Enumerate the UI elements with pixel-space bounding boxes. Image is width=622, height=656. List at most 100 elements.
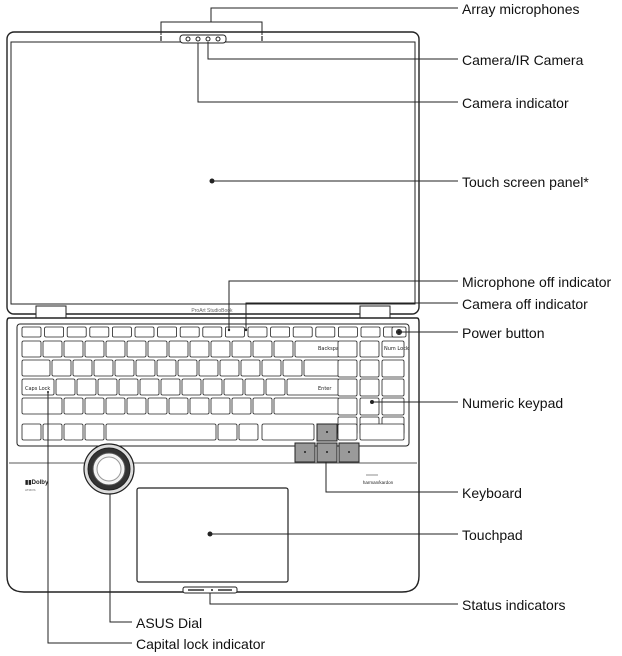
- letter-key[interactable]: [105, 397, 126, 415]
- numpad-key[interactable]: [381, 397, 405, 416]
- function-key[interactable]: [224, 326, 245, 338]
- letter-key[interactable]: [55, 378, 76, 396]
- asus-dial[interactable]: [83, 443, 135, 495]
- letter-key[interactable]: [76, 378, 97, 396]
- ir-camera-icon: [195, 36, 201, 42]
- letter-key[interactable]: [114, 359, 135, 377]
- function-key[interactable]: [360, 326, 381, 338]
- number-key[interactable]: [210, 340, 231, 358]
- label-camera-off-indicator: Camera off indicator: [462, 296, 588, 312]
- function-key[interactable]: [337, 326, 358, 338]
- ir-emitter-icon: [215, 36, 221, 42]
- function-key[interactable]: [157, 326, 178, 338]
- letter-key[interactable]: [231, 397, 252, 415]
- numpad-key[interactable]: [337, 378, 358, 397]
- number-key[interactable]: [147, 340, 168, 358]
- backslash-key[interactable]: [303, 359, 340, 377]
- letter-key[interactable]: [168, 397, 189, 415]
- letter-key[interactable]: [84, 397, 105, 415]
- number-key[interactable]: [189, 340, 210, 358]
- letter-key[interactable]: [147, 397, 168, 415]
- function-key[interactable]: [247, 326, 268, 338]
- numpad-key[interactable]: [337, 340, 358, 358]
- function-key[interactable]: [66, 326, 87, 338]
- letter-key[interactable]: [63, 397, 84, 415]
- numpad-key[interactable]: [337, 359, 358, 378]
- enter-label: Enter: [318, 386, 332, 392]
- label-status-indicators: Status indicators: [462, 597, 566, 613]
- letter-key[interactable]: [282, 359, 303, 377]
- letter-key[interactable]: [244, 378, 265, 396]
- function-key[interactable]: [179, 326, 200, 338]
- letter-key[interactable]: [160, 378, 181, 396]
- hinge-right: [359, 305, 391, 319]
- fn-key[interactable]: [42, 423, 63, 441]
- function-key[interactable]: [44, 326, 64, 338]
- letter-key[interactable]: [252, 397, 273, 415]
- letter-key[interactable]: [219, 359, 240, 377]
- number-key[interactable]: [231, 340, 252, 358]
- left-shift-key[interactable]: [21, 397, 63, 415]
- letter-key[interactable]: [72, 359, 93, 377]
- ctrl-key[interactable]: [21, 423, 42, 441]
- numpad-key[interactable]: [337, 397, 358, 416]
- letter-key[interactable]: [240, 359, 261, 377]
- function-key[interactable]: [112, 326, 132, 338]
- letter-key[interactable]: [198, 359, 219, 377]
- numpad-key[interactable]: [381, 359, 405, 378]
- home-key[interactable]: [261, 423, 315, 441]
- letter-key[interactable]: [126, 397, 147, 415]
- alt-right-key[interactable]: [217, 423, 238, 441]
- letter-key[interactable]: [189, 397, 210, 415]
- letter-key[interactable]: [135, 359, 156, 377]
- function-key[interactable]: [270, 326, 291, 338]
- function-key[interactable]: [315, 326, 336, 338]
- touchpad[interactable]: [136, 487, 289, 583]
- numpad-zero-key[interactable]: [337, 423, 358, 441]
- ctrl-right-key[interactable]: [238, 423, 259, 441]
- number-key[interactable]: [84, 340, 105, 358]
- number-key[interactable]: [105, 340, 126, 358]
- letter-key[interactable]: [202, 378, 223, 396]
- numpad-key[interactable]: [359, 378, 380, 397]
- numpad-key[interactable]: [359, 423, 405, 441]
- letter-key[interactable]: [139, 378, 160, 396]
- right-shift-key[interactable]: [273, 397, 340, 415]
- windows-key[interactable]: [63, 423, 84, 441]
- label-array-microphones: Array microphones: [462, 1, 580, 17]
- numpad-key[interactable]: [381, 378, 405, 397]
- numpad-key[interactable]: [359, 359, 380, 378]
- tab-key[interactable]: [21, 359, 51, 377]
- number-key[interactable]: [252, 340, 273, 358]
- letter-key[interactable]: [97, 378, 118, 396]
- number-key[interactable]: [63, 340, 84, 358]
- letter-key[interactable]: [93, 359, 114, 377]
- caps-lock-key[interactable]: [21, 378, 55, 396]
- number-key[interactable]: [21, 340, 42, 358]
- letter-key[interactable]: [156, 359, 177, 377]
- spacebar-key[interactable]: [105, 423, 217, 441]
- function-key[interactable]: [21, 326, 42, 338]
- numpad-key[interactable]: [359, 340, 380, 358]
- letter-key[interactable]: [177, 359, 198, 377]
- laptop-lid: ProArt StudioBook: [6, 31, 420, 319]
- letter-key[interactable]: [210, 397, 231, 415]
- numpad-key[interactable]: [359, 397, 380, 416]
- letter-key[interactable]: [223, 378, 244, 396]
- number-key[interactable]: [273, 340, 294, 358]
- number-key[interactable]: [126, 340, 147, 358]
- numpad-key[interactable]: [381, 340, 405, 358]
- letter-key[interactable]: [261, 359, 282, 377]
- function-key[interactable]: [89, 326, 110, 338]
- alt-key[interactable]: [84, 423, 105, 441]
- function-key[interactable]: [134, 326, 155, 338]
- function-key[interactable]: [202, 326, 223, 338]
- letter-key[interactable]: [181, 378, 202, 396]
- function-key[interactable]: [292, 326, 313, 338]
- label-power-button: Power button: [462, 325, 545, 341]
- number-key[interactable]: [168, 340, 189, 358]
- letter-key[interactable]: [265, 378, 286, 396]
- number-key[interactable]: [42, 340, 63, 358]
- letter-key[interactable]: [51, 359, 72, 377]
- letter-key[interactable]: [118, 378, 139, 396]
